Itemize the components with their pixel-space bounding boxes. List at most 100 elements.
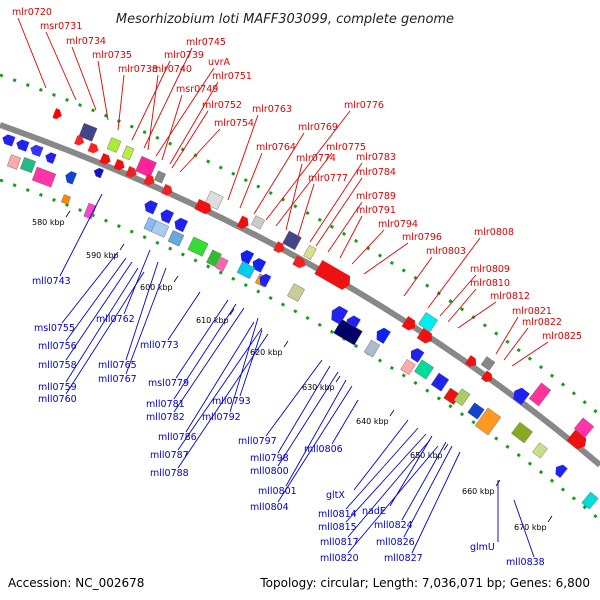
- forward-gene-label: mlr0822: [522, 317, 562, 328]
- feature-layer: [2, 108, 599, 510]
- reverse-leader-line: [59, 193, 103, 277]
- gene-feature: [282, 230, 302, 251]
- reverse-gene-label: mll0804: [250, 502, 289, 513]
- topology-text: Topology: circular; Length: 7,036,071 bp…: [259, 576, 590, 590]
- gene-feature: [401, 316, 416, 331]
- inner-dotted-ring: [0, 178, 600, 522]
- reverse-gene-label: mll0793: [212, 396, 251, 407]
- reverse-gene-label: nadE: [362, 506, 386, 517]
- reverse-gene-label: mll0792: [202, 412, 241, 423]
- forward-leader-line: [117, 74, 125, 131]
- reverse-leader-line: [61, 251, 119, 324]
- forward-leader-line: [97, 60, 109, 121]
- forward-gene-label: mlr0720: [12, 7, 52, 18]
- gene-feature: [273, 241, 285, 253]
- forward-leader-line: [147, 74, 159, 151]
- gene-feature: [513, 387, 530, 405]
- kbp-tick-label: 620 kbp: [250, 348, 283, 357]
- reverse-leader-line: [345, 433, 427, 523]
- gene-feature: [410, 348, 425, 363]
- forward-leader-line: [339, 215, 363, 259]
- forward-gene-label: mlr0810: [470, 278, 510, 289]
- forward-leader-line: [439, 274, 477, 317]
- forward-leader-line: [403, 256, 433, 297]
- forward-gene-label: msr0731: [40, 21, 82, 32]
- gene-feature: [30, 144, 44, 157]
- gene-feature: [481, 370, 493, 383]
- forward-leader-line: [275, 152, 333, 227]
- reverse-gene-label: mll0762: [96, 314, 135, 325]
- forward-leader-line: [511, 341, 549, 367]
- forward-gene-label: mlr0739: [164, 50, 204, 61]
- gene-feature: [480, 356, 496, 371]
- gene-feature: [187, 236, 209, 257]
- kbp-tick-mark: [389, 409, 395, 417]
- reverse-leader-line: [411, 451, 461, 554]
- gene-feature: [99, 153, 111, 165]
- reverse-gene-label: mll0838: [506, 557, 545, 568]
- gene-feature: [78, 122, 98, 142]
- gene-feature: [414, 359, 434, 380]
- gene-feature: [418, 312, 438, 333]
- forward-leader-line: [45, 31, 77, 101]
- reverse-gene-label: gltX: [326, 490, 345, 501]
- gene-feature: [125, 166, 137, 178]
- reverse-leader-line: [65, 271, 145, 395]
- kbp-tick-label: 630 kbp: [302, 383, 335, 392]
- gene-feature: [93, 167, 104, 179]
- reverse-gene-label: mll0814: [318, 509, 357, 520]
- forward-gene-label: mlr0825: [542, 331, 582, 342]
- gene-feature: [65, 171, 77, 185]
- forward-gene-label: mlr0769: [298, 122, 338, 133]
- gene-feature: [252, 258, 267, 273]
- gene-feature: [106, 137, 122, 153]
- forward-gene-label: mlr0808: [474, 227, 514, 238]
- forward-leader-line: [253, 132, 305, 215]
- forward-leader-line: [309, 162, 363, 243]
- gene-feature: [474, 407, 502, 436]
- gene-feature: [581, 491, 599, 510]
- forward-gene-label: mlr0764: [256, 142, 296, 153]
- reverse-leader-line: [345, 427, 419, 510]
- reverse-leader-line: [265, 359, 323, 437]
- reverse-gene-label: mll0758: [38, 360, 77, 371]
- forward-leader-line: [351, 229, 385, 265]
- gene-feature: [555, 464, 568, 478]
- reverse-gene-label: msl0755: [34, 323, 75, 334]
- kbp-tick-label: 610 kbp: [196, 316, 229, 325]
- gene-feature: [465, 355, 477, 367]
- reverse-gene-label: mll0788: [150, 468, 189, 479]
- gene-feature: [2, 134, 16, 147]
- forward-leader-line: [327, 201, 363, 253]
- reverse-leader-line: [513, 499, 535, 558]
- reverse-leader-line: [125, 267, 167, 375]
- gene-feature: [511, 421, 533, 444]
- reverse-gene-label: mll0759: [38, 382, 77, 393]
- gene-feature: [287, 283, 305, 302]
- forward-gene-label: mlr0789: [356, 191, 396, 202]
- forward-gene-label: msr0749: [176, 84, 218, 95]
- forward-gene-label: mlr0777: [308, 173, 348, 184]
- gene-feature: [121, 145, 135, 161]
- reverse-gene-label: mll0817: [320, 537, 359, 548]
- forward-gene-label: mlr0734: [66, 36, 106, 47]
- reverse-leader-line: [177, 333, 269, 469]
- leader-line-layer: [17, 17, 549, 558]
- reverse-leader-line: [403, 445, 453, 538]
- kbp-tick-mark: [119, 243, 125, 251]
- reverse-gene-label: mll0765: [98, 360, 137, 371]
- forward-gene-label: mlr0784: [356, 167, 396, 178]
- reverse-leader-line: [347, 439, 431, 538]
- gene-feature: [113, 158, 125, 171]
- reverse-leader-line: [277, 365, 331, 454]
- forward-gene-label: mlr0738: [118, 64, 158, 75]
- kbp-tick-label: 590 kbp: [86, 251, 119, 260]
- gene-label-layer: mlr0720msr0731mlr0734mlr0735mlr0738mlr07…: [12, 7, 582, 568]
- gene-feature: [7, 154, 21, 170]
- reverse-gene-label: mll0773: [140, 340, 179, 351]
- forward-gene-label: mlr0752: [202, 100, 242, 111]
- forward-leader-line: [131, 60, 171, 141]
